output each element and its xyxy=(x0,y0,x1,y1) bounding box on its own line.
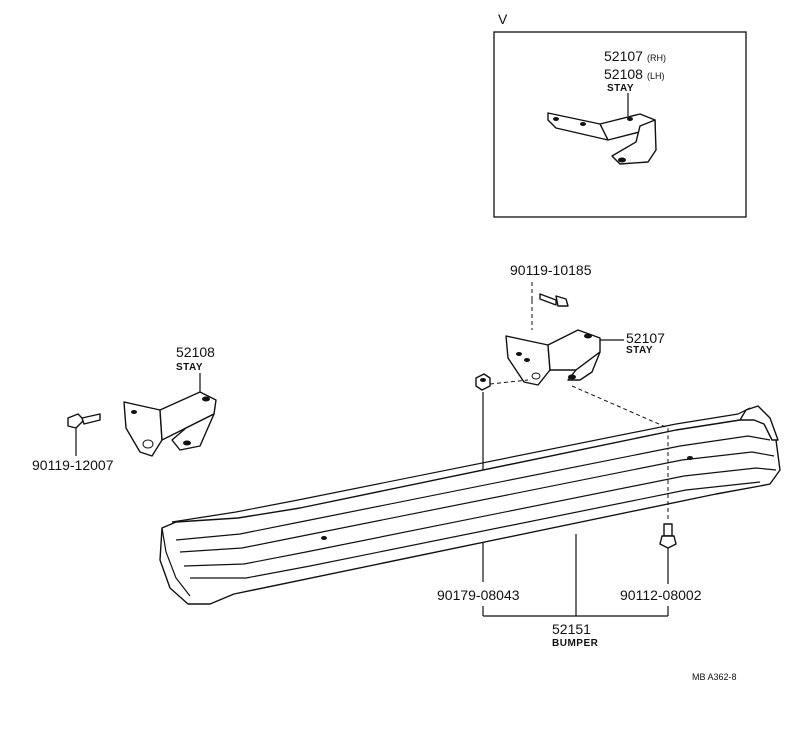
inset-part-lh: 52108 xyxy=(604,66,643,82)
bumper-hole-left xyxy=(321,536,327,540)
nut-dash xyxy=(489,379,529,385)
nut xyxy=(475,373,491,391)
inset-part-lh-side: (LH) xyxy=(647,71,665,81)
bolt-bottom xyxy=(659,523,677,549)
stay-left-bracket xyxy=(123,391,217,457)
view-marker: V xyxy=(498,11,508,27)
stay-left-group: 52108 STAY xyxy=(123,344,217,457)
stay-right-bracket xyxy=(505,329,601,386)
bolt-top xyxy=(539,293,569,307)
bolt-top-group: 90119-10185 xyxy=(510,262,592,330)
stay-right-number: 52107 xyxy=(626,330,665,346)
stay-right-dash xyxy=(571,385,669,450)
bumper-callout: 52151 BUMPER xyxy=(482,534,669,649)
stay-left-desc: STAY xyxy=(176,362,203,373)
stay-left-number: 52108 xyxy=(176,344,215,360)
inset-view: V 52107 (RH) 52108 (LH) STAY xyxy=(493,11,747,218)
inset-frame xyxy=(493,31,747,218)
bolt-left xyxy=(67,413,101,429)
bumper-hole-right xyxy=(687,456,693,460)
bolt-top-label: 90119-10185 xyxy=(510,262,592,278)
inset-part-desc: STAY xyxy=(607,83,634,94)
stay-right-desc: STAY xyxy=(626,345,653,356)
bumper-desc: BUMPER xyxy=(552,638,599,649)
bumper xyxy=(159,405,781,605)
bolt-left-label: 90119-12007 xyxy=(32,457,114,473)
stay-right-group: 52107 STAY xyxy=(505,329,665,386)
reference-code: MB A362-8 xyxy=(692,672,737,682)
inset-part-rh-side: (RH) xyxy=(647,53,666,63)
bolt-bottom-label: 90112-08002 xyxy=(620,587,702,603)
inset-part-rh: 52107 xyxy=(604,48,643,64)
inset-stay-bracket xyxy=(547,112,657,165)
bolt-left-group: 90119-12007 xyxy=(32,413,114,473)
nut-label: 90179-08043 xyxy=(437,587,520,603)
bumper-number: 52151 xyxy=(552,621,591,637)
bolt-bottom-group: 90112-08002 xyxy=(620,452,702,603)
